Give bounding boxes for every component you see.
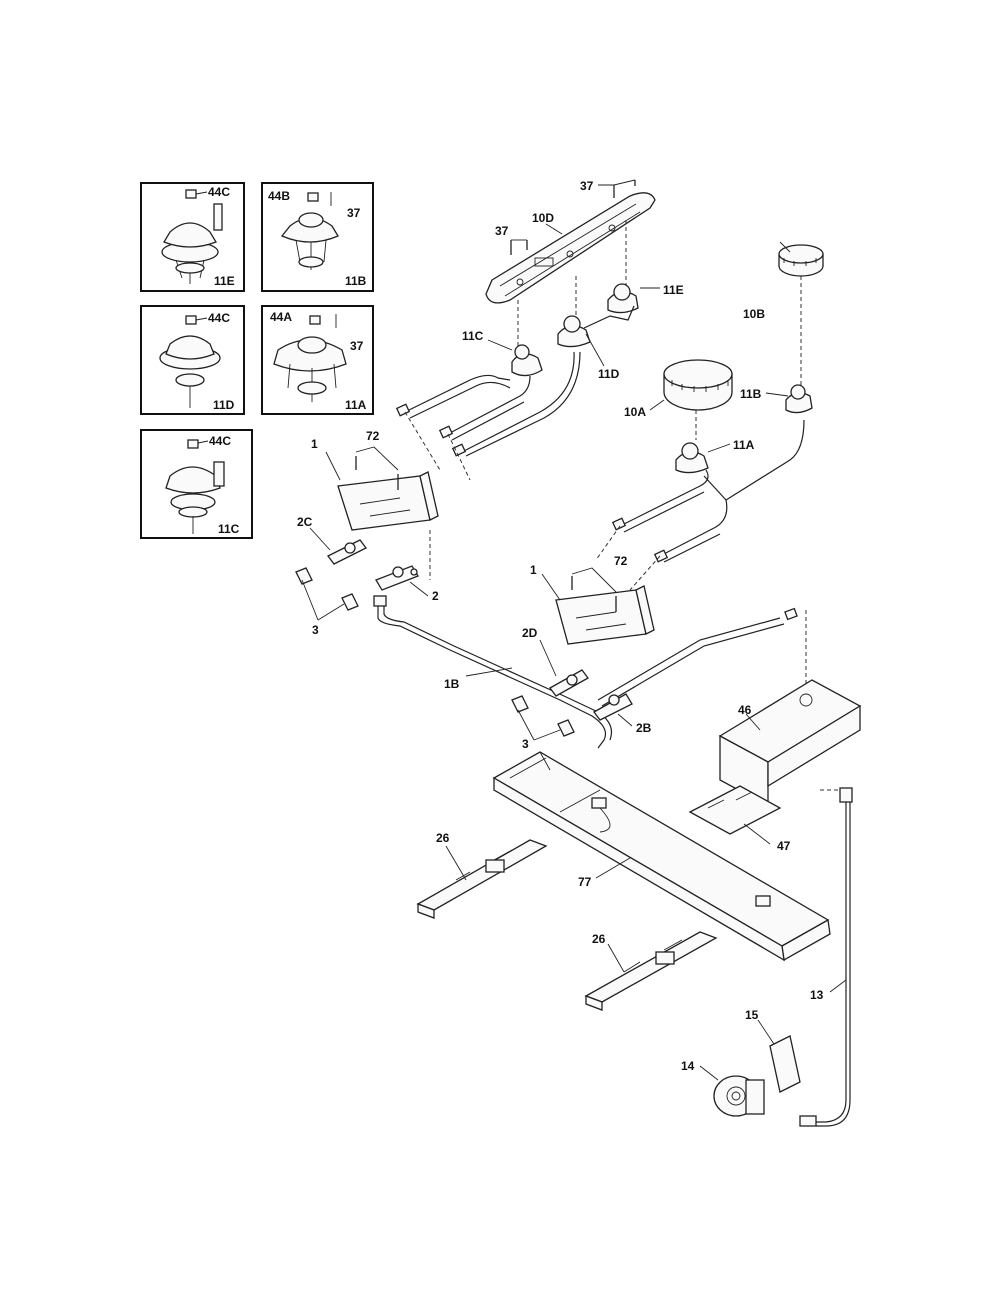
callout-10B: 10B: [743, 307, 765, 321]
inset-11E-screw-label: 44C: [208, 185, 230, 199]
bracket-1-right: [555, 567, 655, 645]
right-gas-tubes: [595, 419, 807, 760]
valve-11A: [675, 442, 709, 474]
callout-1-right: 1: [530, 563, 537, 577]
inset-11C: 44C 11C: [140, 429, 253, 539]
callout-10A: 10A: [624, 405, 646, 419]
valve-11E: [607, 283, 639, 314]
callout-11D: 11D: [598, 367, 620, 381]
callout-11B: 11B: [740, 387, 762, 401]
valve-11C: [511, 344, 543, 377]
inset-11B-screw-label: 44B: [268, 189, 290, 203]
screws-37: [510, 179, 636, 255]
valve-2: [375, 565, 419, 591]
callout-14: 14: [681, 1059, 695, 1073]
valve-11D: [557, 315, 591, 348]
inset-11D: 44C 11D: [140, 305, 245, 415]
inset-11D-screw-label: 44C: [208, 311, 230, 325]
callout-11A: 11A: [733, 438, 755, 452]
callout-2C: 2C: [297, 515, 313, 529]
callout-47: 47: [777, 839, 791, 853]
callout-26-left: 26: [436, 831, 450, 845]
callout-10D: 10D: [532, 211, 554, 225]
burner-10D: [485, 192, 656, 350]
manifold-rail-77: [492, 751, 831, 962]
inset-11C-screw-label: 44C: [209, 434, 231, 448]
callout-1B: 1B: [444, 677, 460, 691]
inset-11B-label: 11B: [345, 274, 367, 288]
bracket-26-left: [416, 839, 548, 919]
switch-14: [713, 1075, 765, 1117]
callout-26-right: 26: [592, 932, 606, 946]
knobs-3-left: [295, 567, 359, 611]
callout-46: 46: [738, 703, 752, 717]
callout-37-top: 37: [580, 179, 594, 193]
callout-2B: 2B: [636, 721, 652, 735]
bracket-1-left: [337, 446, 439, 580]
valve-2C: [327, 539, 367, 565]
callout-15: 15: [745, 1008, 759, 1022]
inset-11A-label: 11A: [345, 398, 367, 412]
callout-2: 2: [432, 589, 439, 603]
inset-11D-label: 11D: [213, 398, 235, 412]
inset-11A-pin-label: 37: [350, 339, 364, 353]
bracket-47: [688, 785, 782, 835]
callout-11C: 11C: [462, 329, 484, 343]
callout-72-left: 72: [366, 429, 380, 443]
callout-2D: 2D: [522, 626, 538, 640]
burner-10A: [663, 359, 733, 440]
inset-11C-label: 11C: [218, 522, 240, 536]
bracket-26-right: [584, 931, 718, 1011]
knobs-3-right: [511, 695, 575, 737]
callout-13: 13: [810, 988, 824, 1002]
callout-labels: 37 37 10D 11E 10B 11C 11D 11B 10A 11A 1 …: [297, 179, 824, 1073]
inset-11B-pin-label: 37: [347, 206, 361, 220]
callout-1-left: 1: [311, 437, 318, 451]
callout-11E: 11E: [663, 283, 684, 297]
valve-11B: [785, 384, 813, 414]
callout-72-right: 72: [614, 554, 628, 568]
heat-shield-46: [718, 679, 862, 808]
inset-11E: 44C 11E: [140, 182, 245, 292]
callout-77: 77: [578, 875, 592, 889]
callout-3-left: 3: [312, 623, 319, 637]
callout-3-right: 3: [522, 737, 529, 751]
valve-2B: [593, 693, 633, 721]
tube-13: [799, 787, 853, 1127]
callout-37-left: 37: [495, 224, 509, 238]
top-gas-tubes: [395, 305, 635, 481]
inset-11A: 44A 37 11A: [261, 305, 374, 415]
burner-10B: [778, 244, 824, 385]
plate-15: [769, 1035, 801, 1093]
inset-11E-label: 11E: [214, 274, 235, 288]
tube-1B: [373, 595, 798, 749]
inset-11A-screw-label: 44A: [270, 310, 292, 324]
valve-2D: [549, 669, 589, 697]
leader-lines: [301, 223, 847, 1081]
inset-11B: 44B 37 11B: [261, 182, 374, 292]
